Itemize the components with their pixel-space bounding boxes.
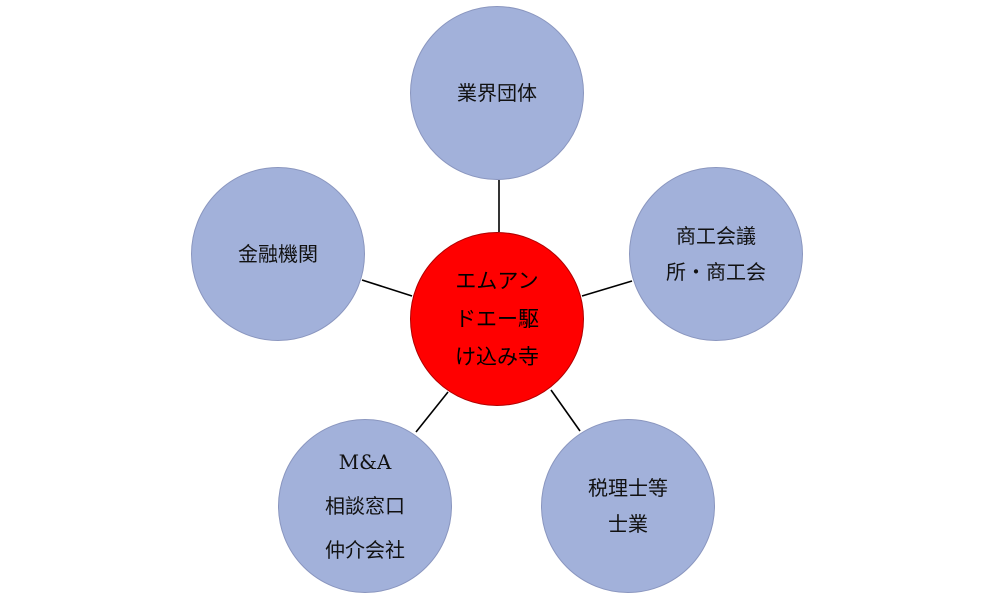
- node-label: 仲介会社: [325, 538, 405, 562]
- node-label: 税理士等: [588, 476, 668, 500]
- connector-finance: [361, 279, 413, 297]
- node-label: 相談窓口: [325, 494, 405, 518]
- node-center: エムアン ドエー駆 け込み寺: [410, 232, 584, 406]
- node-chamber: 商工会議 所・商工会: [629, 167, 803, 341]
- node-label: 業界団体: [457, 81, 537, 105]
- node-label: 士業: [608, 512, 648, 536]
- center-label: エムアン: [455, 269, 539, 293]
- node-label: M&A: [338, 450, 392, 474]
- connector-chamber: [581, 280, 633, 297]
- node-label: 金融機関: [238, 242, 318, 266]
- node-tax: 税理士等 士業: [541, 419, 715, 593]
- node-label: 商工会議: [676, 224, 756, 248]
- connector-ma: [415, 391, 449, 433]
- node-industry: 業界団体: [410, 6, 584, 180]
- connector-tax: [550, 389, 581, 432]
- node-ma: M&A 相談窓口 仲介会社: [278, 419, 452, 593]
- node-finance: 金融機関: [191, 167, 365, 341]
- node-label: 所・商工会: [666, 260, 766, 284]
- center-label: ドエー駆: [455, 307, 539, 331]
- center-label: け込み寺: [455, 345, 539, 369]
